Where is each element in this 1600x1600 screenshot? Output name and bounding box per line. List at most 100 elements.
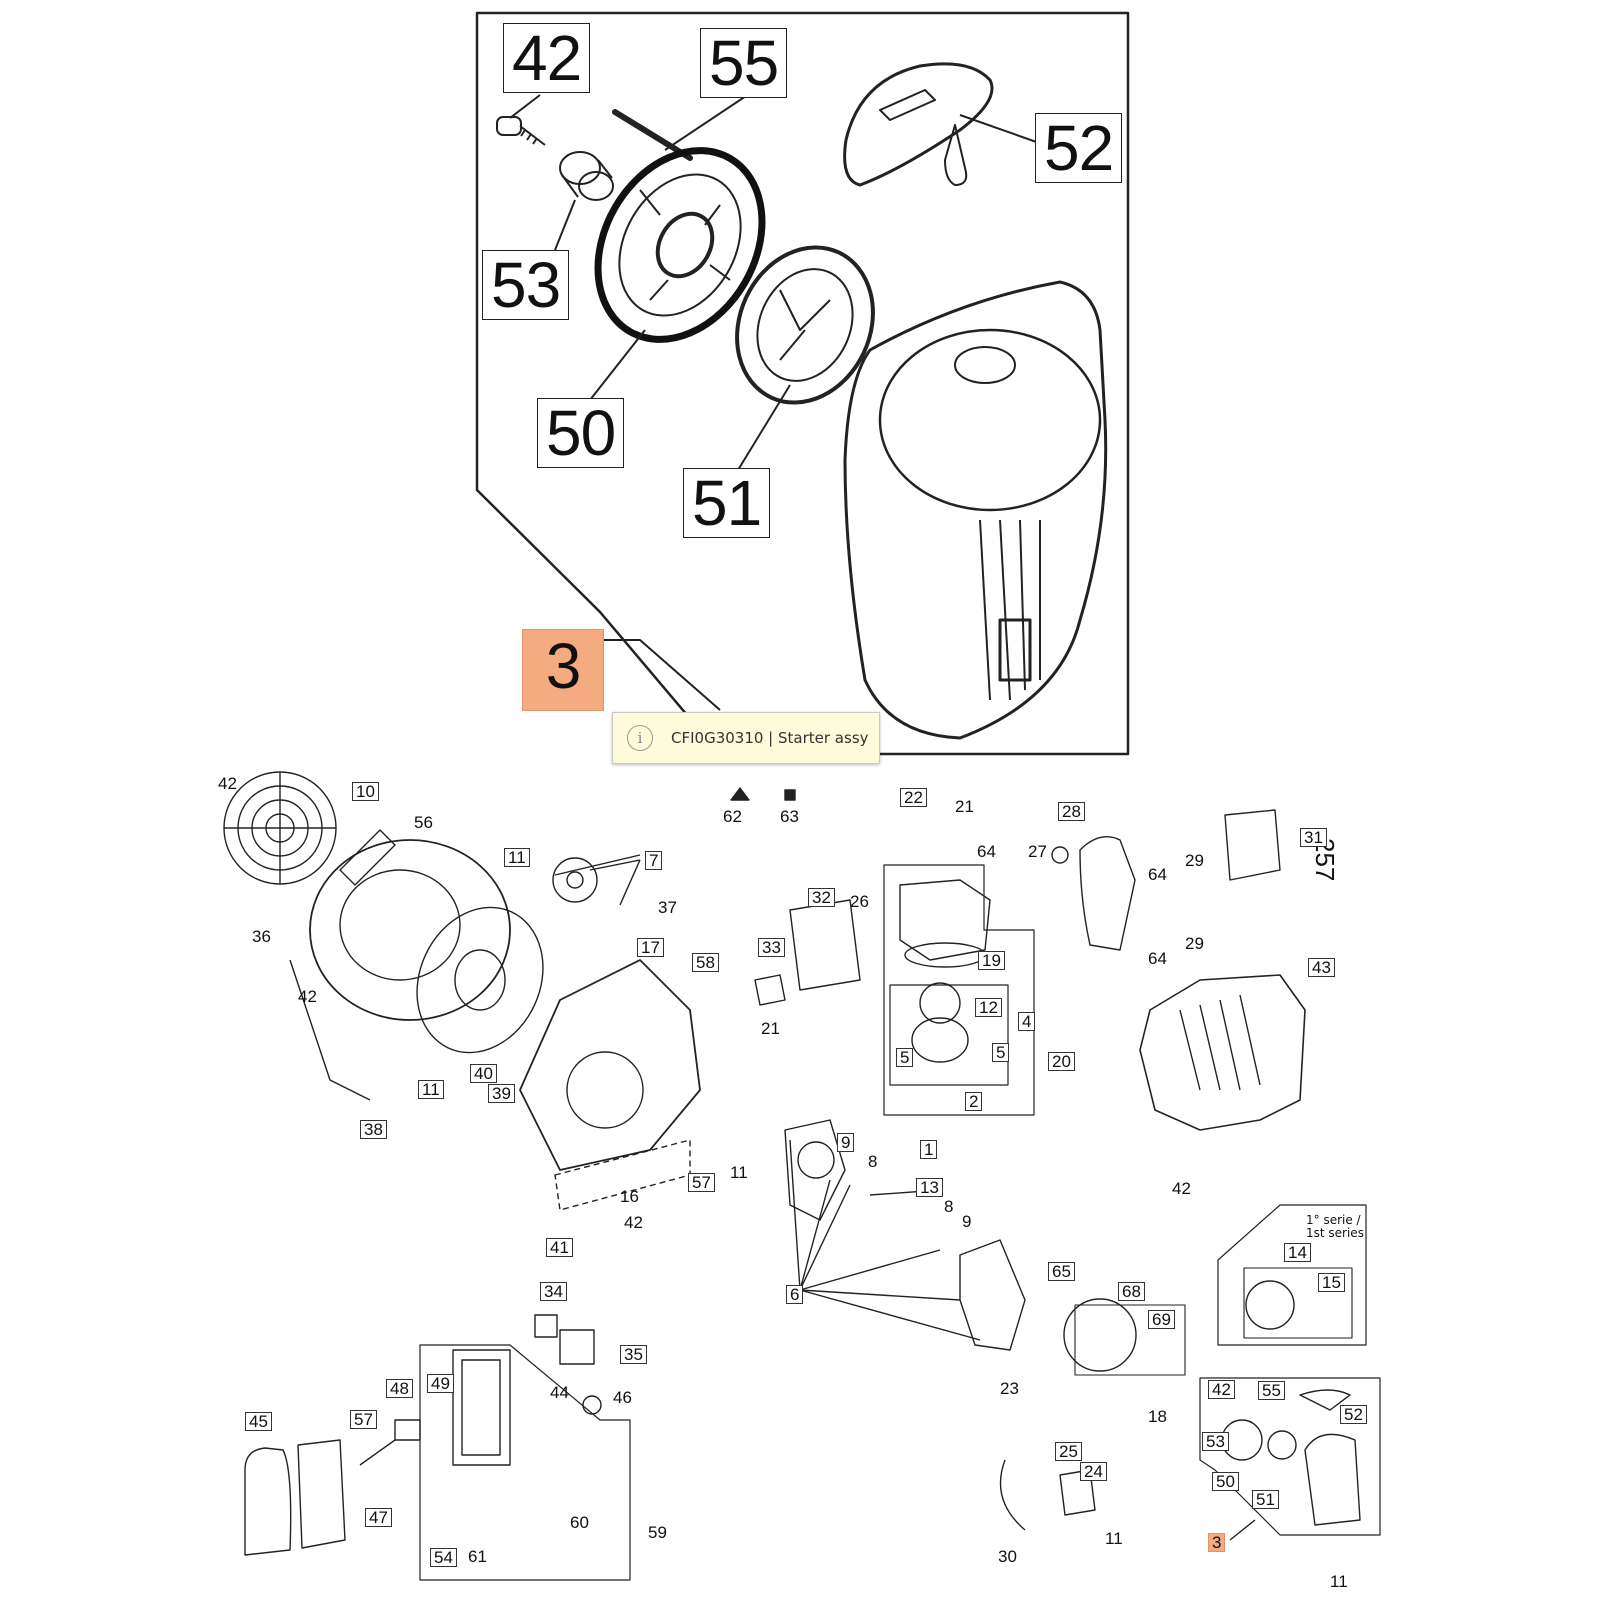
callout-19[interactable]: 19 [978, 951, 1005, 970]
callout-34[interactable]: 34 [540, 1282, 567, 1301]
callout-42[interactable]: 42 [218, 774, 237, 793]
callout-23[interactable]: 23 [1000, 1379, 1019, 1398]
callout-8[interactable]: 8 [868, 1152, 878, 1171]
callout-4[interactable]: 4 [1018, 1012, 1036, 1031]
callout-13[interactable]: 13 [916, 1178, 943, 1197]
callout-11[interactable]: 11 [730, 1163, 748, 1182]
callout-42-inset[interactable]: 42 [503, 23, 591, 93]
callout-53-inset[interactable]: 53 [482, 250, 570, 320]
callout-54[interactable]: 54 [430, 1548, 457, 1567]
callout-55-inset[interactable]: 55 [700, 28, 788, 98]
callout-58[interactable]: 58 [692, 953, 719, 972]
callout-22[interactable]: 22 [900, 788, 927, 807]
callout-28[interactable]: 28 [1058, 802, 1085, 821]
callout-36[interactable]: 36 [252, 927, 271, 946]
callout-25[interactable]: 25 [1055, 1442, 1082, 1461]
callout-21[interactable]: 21 [955, 797, 974, 816]
callout-49[interactable]: 49 [427, 1374, 454, 1393]
callout-27[interactable]: 27 [1028, 842, 1047, 861]
callout-64[interactable]: 64 [977, 842, 996, 861]
callout-5[interactable]: 5 [896, 1048, 914, 1067]
callout-45[interactable]: 45 [245, 1412, 272, 1431]
callout-52-inset[interactable]: 52 [1035, 113, 1123, 183]
callout-29[interactable]: 29 [1185, 851, 1204, 870]
callout-6[interactable]: 6 [786, 1285, 804, 1304]
callout-68[interactable]: 68 [1118, 1282, 1145, 1301]
callout-42[interactable]: 42 [1208, 1380, 1235, 1399]
callout-62[interactable]: 62 [723, 807, 742, 826]
callout-64[interactable]: 64 [1148, 865, 1167, 884]
callout-10[interactable]: 10 [352, 782, 379, 801]
callout-40[interactable]: 40 [470, 1064, 497, 1083]
info-icon: i [627, 725, 653, 751]
callout-56[interactable]: 56 [414, 813, 433, 832]
callout-1[interactable]: 1 [920, 1140, 938, 1159]
part-pulley-50 [594, 147, 766, 343]
callout-5[interactable]: 5 [992, 1043, 1010, 1062]
callout-64[interactable]: 64 [1148, 949, 1167, 968]
callout-2[interactable]: 2 [965, 1092, 983, 1111]
part-rod-55 [612, 109, 693, 161]
callout-43[interactable]: 43 [1308, 958, 1335, 977]
callout-31[interactable]: 31 [1300, 828, 1327, 847]
callout-69[interactable]: 69 [1148, 1310, 1175, 1329]
callout-53[interactable]: 53 [1202, 1432, 1229, 1451]
callout-9[interactable]: 9 [837, 1133, 855, 1152]
callout-51[interactable]: 51 [1252, 1490, 1279, 1509]
callout-11[interactable]: 11 [1330, 1572, 1348, 1591]
callout-18[interactable]: 18 [1148, 1407, 1167, 1426]
callout-20[interactable]: 20 [1048, 1052, 1075, 1071]
part-starter-housing-3 [843, 280, 1108, 740]
callout-35[interactable]: 35 [620, 1345, 647, 1364]
callout-47[interactable]: 47 [365, 1508, 392, 1527]
callout-51-inset[interactable]: 51 [683, 468, 771, 538]
callout-52[interactable]: 52 [1340, 1405, 1367, 1424]
callout-48[interactable]: 48 [386, 1379, 413, 1398]
callout-3-inset-highlighted[interactable]: 3 [522, 629, 604, 711]
callout-17[interactable]: 17 [637, 938, 664, 957]
callout-11[interactable]: 11 [1105, 1529, 1123, 1548]
callout-7[interactable]: 7 [645, 851, 663, 870]
callout-57[interactable]: 57 [688, 1173, 715, 1192]
callout-50[interactable]: 50 [1212, 1472, 1239, 1491]
callout-65[interactable]: 65 [1048, 1262, 1075, 1281]
callout-42[interactable]: 42 [1172, 1179, 1191, 1198]
callout-37[interactable]: 37 [658, 898, 677, 917]
callout-15[interactable]: 15 [1318, 1273, 1345, 1292]
callout-3-highlighted[interactable]: 3 [1208, 1533, 1226, 1552]
series-note: 1° serie / 1st series [1306, 1214, 1364, 1240]
callout-55[interactable]: 55 [1258, 1381, 1285, 1400]
callout-42[interactable]: 42 [298, 987, 317, 1006]
callout-8[interactable]: 8 [944, 1197, 954, 1216]
callout-63[interactable]: 63 [780, 807, 799, 826]
callout-38[interactable]: 38 [360, 1120, 387, 1139]
callout-16[interactable]: 16 [620, 1187, 639, 1206]
callout-41[interactable]: 41 [546, 1238, 573, 1257]
callout-57[interactable]: 57 [350, 1410, 377, 1429]
callout-11[interactable]: 11 [418, 1080, 444, 1099]
callout-39[interactable]: 39 [488, 1084, 515, 1103]
callout-44[interactable]: 44 [550, 1383, 569, 1402]
callout-11[interactable]: 11 [504, 848, 530, 867]
callout-42[interactable]: 42 [624, 1213, 643, 1232]
callout-61[interactable]: 61 [468, 1547, 487, 1566]
callout-21[interactable]: 21 [761, 1019, 780, 1038]
callout-33[interactable]: 33 [758, 938, 785, 957]
callout-32[interactable]: 32 [808, 888, 835, 907]
part-spring-51 [735, 245, 875, 405]
callout-46[interactable]: 46 [613, 1388, 632, 1407]
callout-24[interactable]: 24 [1080, 1462, 1107, 1481]
callout-12[interactable]: 12 [975, 998, 1002, 1017]
callout-29[interactable]: 29 [1185, 934, 1204, 953]
callout-14[interactable]: 14 [1284, 1243, 1311, 1262]
series-note-line-2: 1st series [1306, 1226, 1364, 1240]
overview-drawing [223, 771, 1381, 1581]
callout-26[interactable]: 26 [850, 892, 869, 911]
callout-50-inset[interactable]: 50 [537, 398, 625, 468]
callout-59[interactable]: 59 [648, 1523, 667, 1542]
callout-30[interactable]: 30 [998, 1547, 1017, 1566]
callout-9[interactable]: 9 [962, 1212, 972, 1231]
part-bushing-53 [559, 151, 614, 201]
callout-60[interactable]: 60 [570, 1513, 589, 1532]
